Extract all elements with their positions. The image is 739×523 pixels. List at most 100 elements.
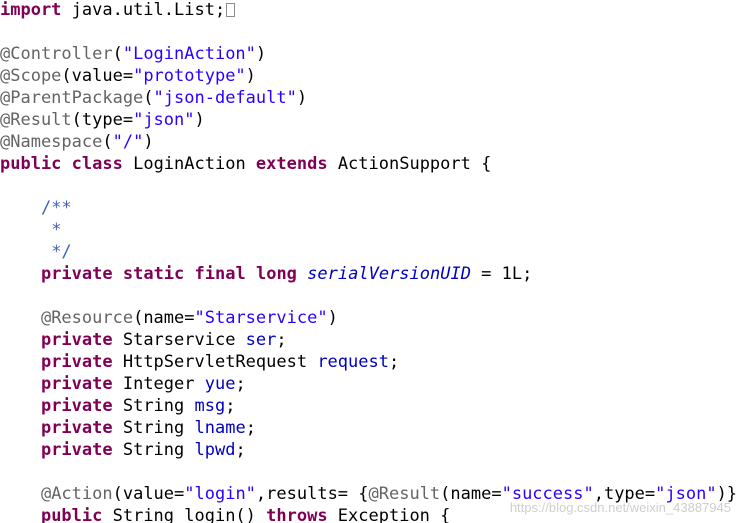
code-text [61,154,71,174]
keyword: extends [255,154,328,174]
code-text: ,results= { [255,484,369,504]
code-line[interactable]: * [0,219,61,241]
code-text [0,396,41,416]
annotation: @Scope [0,66,62,86]
string-literal: "success" [501,484,594,504]
code-text: ) [245,66,256,86]
keyword: private [40,352,113,372]
code-text: ) [327,308,338,328]
code-text [0,440,41,460]
code-line[interactable]: @Controller("LoginAction") [0,43,266,65]
code-line[interactable]: private String lname; [0,417,256,439]
code-text: LoginAction [122,154,256,174]
code-text: (value= [61,66,134,86]
code-text [246,264,256,284]
field-name: msg [194,396,226,416]
code-text: ; [235,374,246,394]
code-line[interactable]: import java.util.List; [0,0,236,21]
code-text: ; [388,352,400,372]
code-line[interactable]: public String login() throws Exception { [0,505,450,523]
annotation: @Action [40,484,113,504]
code-text: ; [235,440,246,460]
annotation: @Resource [40,308,134,328]
field-name: yue [204,374,236,394]
code-text: ( [102,132,113,152]
code-line[interactable]: public class LoginAction extends ActionS… [0,153,491,175]
keyword: final [194,264,246,284]
code-line[interactable]: @Resource(name="Starservice") [0,307,338,329]
code-text: String [112,418,195,438]
keyword: import [0,0,62,20]
code-line[interactable]: private String lpwd; [0,439,246,461]
code-text [0,506,41,523]
code-text: (value= [112,484,185,504]
code-line[interactable]: @Namespace("/") [0,131,154,153]
keyword: static [122,264,185,284]
code-line[interactable]: private Integer yue; [0,373,246,395]
javadoc-comment: */ [40,242,72,262]
code-line[interactable]: */ [0,241,72,263]
code-line[interactable]: @Result(type="json") [0,109,205,131]
code-text: ; [276,330,287,350]
string-literal: "login" [184,484,256,504]
code-text [0,484,41,504]
code-text [0,242,41,262]
code-line[interactable]: @Scope(value="prototype") [0,65,256,87]
code-text: ) [296,88,308,108]
string-literal: "json-default" [153,88,297,108]
code-text: ) [194,110,205,130]
code-text: ( [112,44,123,64]
code-text [297,264,307,284]
code-text: (name= [133,308,195,328]
code-text [0,264,41,284]
watermark: https://blog.csdn.net/weixin_43887945 [509,500,731,515]
code-text [0,352,41,372]
string-literal: "LoginAction" [122,44,256,64]
string-literal: "/" [112,132,144,152]
code-text [0,220,41,240]
code-text: java.util.List; [61,0,226,20]
code-text: (name= [440,484,502,504]
code-text: ) [255,44,267,64]
keyword: class [71,154,123,174]
code-text: String [112,396,195,416]
annotation: @Controller [0,44,113,64]
annotation: @Namespace [0,132,103,152]
code-text: )}) [716,484,739,504]
string-literal: "json" [655,484,717,504]
code-text: Starservice [112,330,246,350]
code-line[interactable]: @ParentPackage("json-default") [0,87,307,109]
annotation: @Result [368,484,441,504]
code-text: ) [143,132,154,152]
collapsed-imports-icon[interactable] [226,3,236,17]
field-name: request [317,352,389,372]
code-line[interactable]: private static final long serialVersionU… [0,263,532,285]
string-literal: "prototype" [133,66,246,86]
code-line[interactable]: private HttpServletRequest request; [0,351,399,373]
code-line[interactable]: /** [0,197,72,219]
static-field: serialVersionUID [307,264,471,284]
keyword: private [40,418,113,438]
code-text: ( [143,88,154,108]
code-text [0,374,41,394]
code-text: ActionSupport { [327,154,492,174]
keyword: private [40,440,113,460]
keyword: public [40,506,103,523]
code-line[interactable]: private String msg; [0,395,236,417]
keyword: public [0,154,62,174]
keyword: throws [266,506,328,523]
code-text [0,418,41,438]
annotation: @Result [0,110,72,130]
keyword: private [40,330,113,350]
code-text: HttpServletRequest [112,352,318,372]
code-line[interactable]: private Starservice ser; [0,329,287,351]
code-text [184,264,194,284]
code-text [0,198,41,218]
annotation: @ParentPackage [0,88,144,108]
keyword: private [40,396,113,416]
code-text [0,308,41,328]
javadoc-comment: * [40,220,62,240]
code-text: ,type= [593,484,656,504]
code-line[interactable]: @Action(value="login",results= {@Result(… [0,483,739,505]
